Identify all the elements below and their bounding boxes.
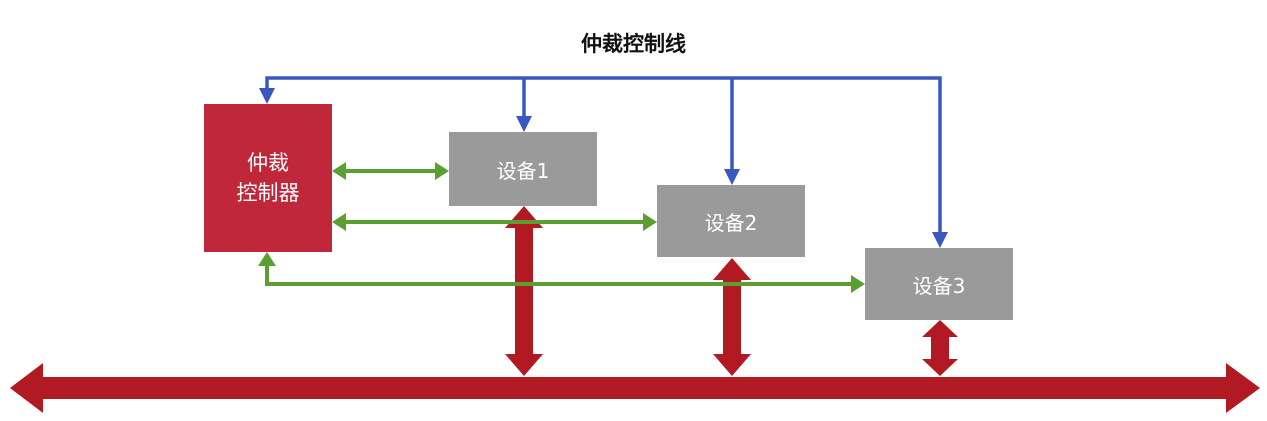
device-3-label: 设备3 — [912, 273, 966, 298]
request-grant-lines — [265, 169, 853, 286]
device3-bus-link — [922, 320, 958, 376]
device1-bus-link — [505, 206, 543, 376]
control-arrow-device1 — [516, 116, 532, 132]
device-1-box: 设备1 — [449, 132, 597, 206]
grant-arrow-right-2 — [643, 213, 657, 231]
device-2-label: 设备2 — [704, 210, 758, 235]
control-arrow-device3 — [932, 232, 948, 248]
grant-arrow-right-1 — [435, 162, 449, 180]
arbiter-controller-box: 仲裁 控制器 — [204, 104, 332, 252]
grant-arrow-right-3 — [851, 275, 865, 293]
control-arrow-arbiter — [259, 88, 275, 104]
arbiter-label-line1: 仲裁 — [247, 151, 289, 175]
control-line-title: 仲裁控制线 — [581, 32, 686, 56]
system-bus — [10, 363, 1260, 413]
arbitration-control-line — [265, 76, 942, 238]
arbiter-label-line2: 控制器 — [236, 181, 300, 205]
device2-bus-link — [713, 258, 751, 376]
control-arrow-device2 — [724, 169, 740, 185]
device-1-label: 设备1 — [496, 158, 550, 183]
device-2-box: 设备2 — [657, 185, 805, 257]
grant-arrow-up-3 — [258, 252, 276, 266]
device-3-box: 设备3 — [865, 248, 1013, 320]
grant-arrow-left-2 — [332, 213, 346, 231]
grant-arrow-left-1 — [332, 162, 346, 180]
